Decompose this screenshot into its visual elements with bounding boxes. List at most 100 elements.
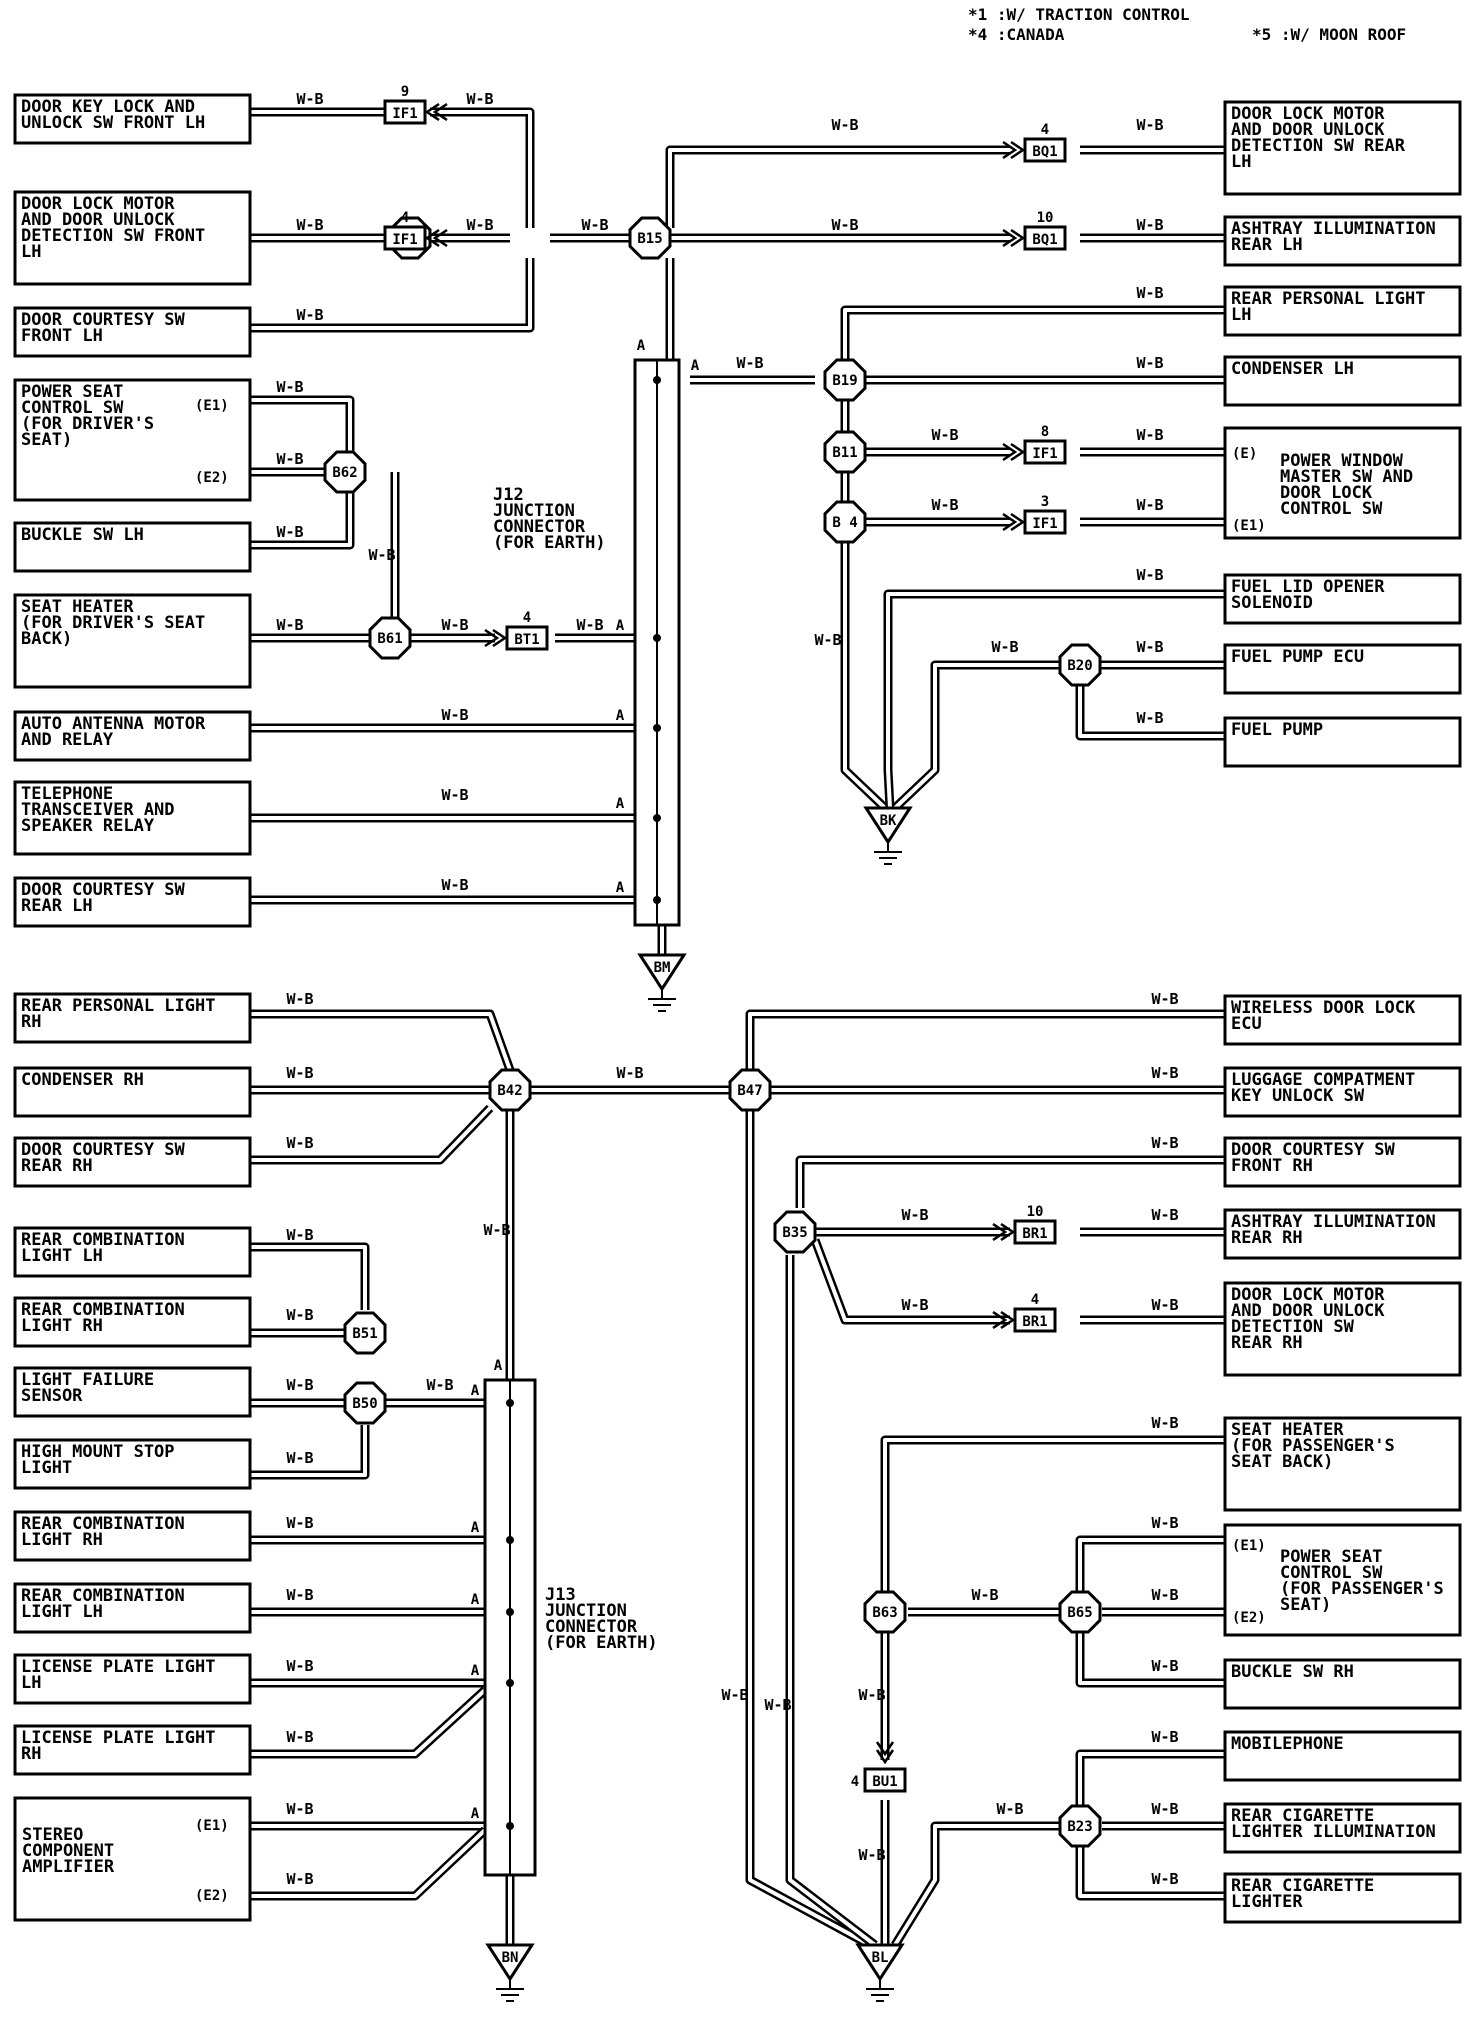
splice-b42: B42 [488, 1068, 532, 1112]
component-box [1223, 426, 1462, 540]
component-label-line: REAR COMBINATION [21, 1300, 185, 1320]
wire-core [250, 1012, 512, 1071]
component-label-line: DOOR COURTESY SW [21, 310, 186, 330]
connector-name: IF1 [1032, 446, 1057, 462]
component-label-line: AND RELAY [21, 730, 114, 750]
wire [1075, 1749, 1225, 1805]
connector-pin: 4 [1031, 1292, 1039, 1308]
splice-b63: B63 [863, 1590, 907, 1634]
splice-shape [1058, 643, 1102, 687]
splice-label: B47 [737, 1083, 762, 1099]
wire-color-label: W-B [286, 1376, 313, 1394]
wire [785, 1255, 878, 1949]
wire-color-label: W-B [1151, 1064, 1178, 1082]
component-label-line: REAR CIGARETTE [1231, 1876, 1374, 1896]
splice-label: B61 [377, 631, 402, 647]
connector-pin: 4 [523, 610, 531, 626]
connector-pin: 4 [401, 210, 409, 226]
pin-label: (E2) [1232, 1610, 1266, 1626]
pin-a-label: A [471, 1663, 480, 1679]
component-label-line: SEAT HEATER [1231, 1420, 1344, 1440]
connector-pin: 3 [1041, 494, 1049, 510]
pin-a-label: A [616, 708, 625, 724]
component-label-line: UNLOCK SW FRONT LH [21, 113, 205, 133]
junction-dot [506, 1399, 514, 1407]
wire-color-label: W-B [1136, 284, 1163, 302]
wire-color-label: W-B [831, 116, 858, 134]
splice-b15: B15 [628, 216, 672, 260]
note-moon-roof: *5 :W/ MOON ROOF [1252, 25, 1406, 44]
wire-color-label: W-B [286, 1728, 313, 1746]
component-box [13, 521, 252, 573]
pin-label: (E1) [1232, 518, 1266, 534]
splice-label: B51 [352, 1326, 377, 1342]
wire-color-label: W-B [276, 616, 303, 634]
component-box [13, 876, 252, 928]
component-label-line: DOOR LOCK MOTOR [21, 194, 175, 214]
wire-color-label: W-B [296, 306, 323, 324]
wire-core [250, 488, 352, 547]
component-label-line: DOOR KEY LOCK AND [21, 97, 195, 117]
junction-dot [653, 814, 661, 822]
wire-color-label: W-B [1136, 116, 1163, 134]
component-box [13, 378, 252, 502]
connector-arrow [875, 1749, 895, 1765]
component-box [13, 1653, 252, 1705]
connector-arrow [424, 228, 440, 248]
component-label-line: REAR COMBINATION [21, 1230, 185, 1250]
component-label-line: DOOR COURTESY SW [1231, 1140, 1396, 1160]
ground-label: BN [502, 1950, 519, 1966]
splice-shape [823, 430, 867, 474]
component-label-line: MASTER SW AND [1280, 467, 1413, 487]
connector-arrow [1010, 228, 1026, 248]
wires [250, 107, 1225, 1949]
wire-color-label: W-B [441, 876, 468, 894]
wire-color-label: W-B [286, 1449, 313, 1467]
splice-shape [628, 216, 672, 260]
ground-bk: BK [863, 806, 913, 865]
wire-color-label: W-B [1151, 1586, 1178, 1604]
component-label-line: REAR COMBINATION [21, 1586, 185, 1606]
junction-dot [506, 1679, 514, 1687]
component-label-line: LH [1231, 152, 1251, 172]
wire [745, 1009, 1225, 1070]
component-box [1223, 1136, 1462, 1188]
wire-color-label-vertical: W-B [858, 1686, 885, 1704]
ground-triangle [863, 806, 913, 845]
component-label-line: CONTROL SW [21, 398, 124, 418]
component-label-line: RH [21, 1012, 41, 1032]
component-box [13, 1724, 252, 1776]
splice-label: B20 [1067, 658, 1092, 674]
component-seat-heater-driver: SEAT HEATER(FOR DRIVER'S SEAT BACK) [13, 593, 252, 689]
wire-color-label: W-B [736, 354, 763, 372]
junction-label: JUNCTION [493, 501, 575, 521]
component-label-line: LIGHT FAILURE [21, 1370, 154, 1390]
component-label-line: HIGH MOUNT STOP [21, 1442, 175, 1462]
wire-color-label: W-B [1151, 1206, 1178, 1224]
wire-color-label: W-B [931, 426, 958, 444]
pin-a-label: A [471, 1383, 480, 1399]
component-condenser-rh: CONDENSER RH [13, 1066, 252, 1118]
wire-color-label-vertical: W-B [368, 546, 395, 564]
component-label-line: DOOR COURTESY SW [21, 1140, 186, 1160]
wire-color-label: W-B [286, 1134, 313, 1152]
wire-color-label-vertical: W-B [814, 631, 841, 649]
splice-shape [323, 450, 367, 494]
connector-name: BR1 [1022, 1314, 1047, 1330]
component-box [13, 1226, 252, 1278]
wire-color-label: W-B [831, 216, 858, 234]
component-box [13, 710, 252, 762]
component-box [1223, 1066, 1462, 1118]
